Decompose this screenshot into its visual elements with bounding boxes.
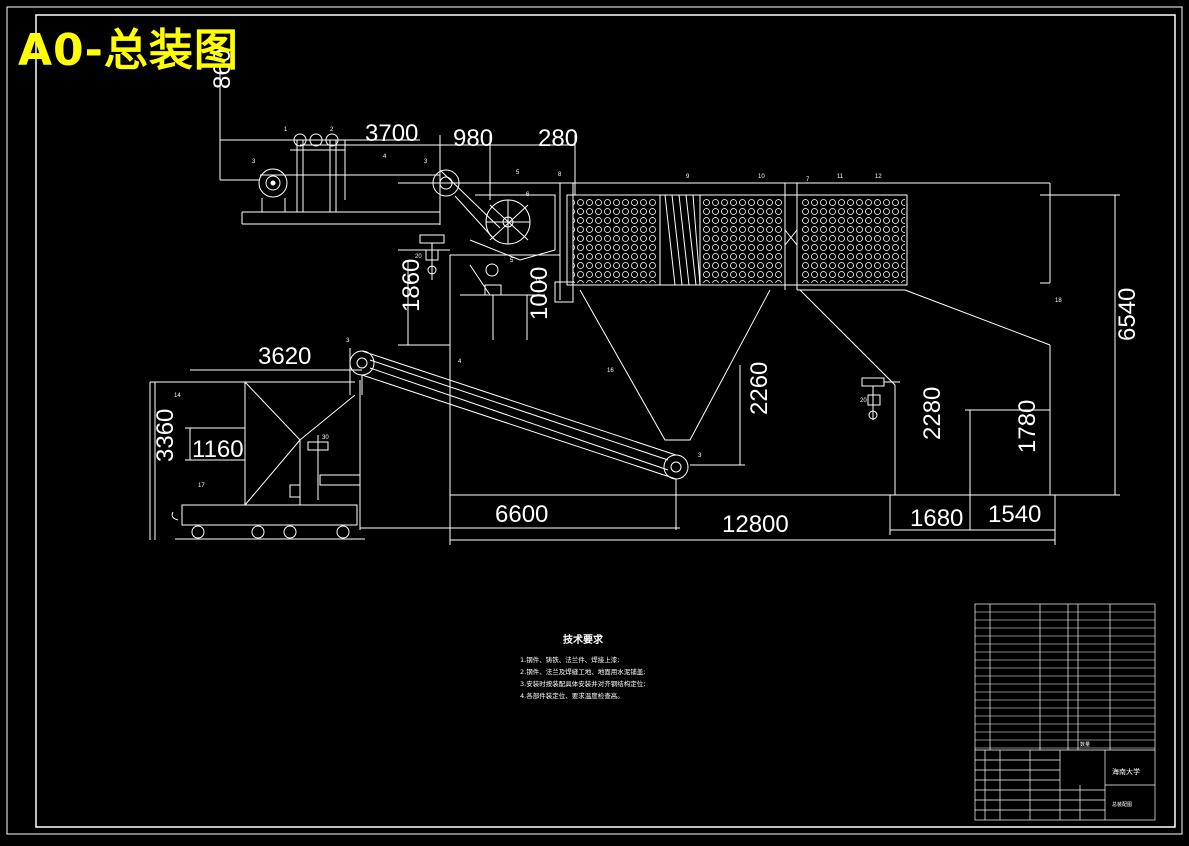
tech-requirements-title: 技术要求: [563, 635, 603, 646]
dim-3360: 3360: [152, 409, 179, 462]
part-label: 1: [284, 127, 288, 133]
dim-3620: 3620: [258, 343, 311, 370]
part-label: 4: [458, 359, 462, 365]
screen-body: [566, 194, 908, 286]
dim-1540: 1540: [988, 501, 1041, 528]
tech-requirement-line: 3.安装时按装配具体安装并对齐钢结构定位;: [520, 680, 646, 688]
part-label: 15: [535, 279, 542, 285]
cart-17: [181, 504, 358, 526]
roller-3-lower-right: [663, 454, 689, 480]
part-label: 10: [758, 174, 765, 180]
dim-1860: 1860: [398, 259, 425, 312]
motor-20-top: [419, 234, 445, 244]
title-block-qty-header: 数量: [1080, 741, 1090, 748]
part-label: 7: [806, 177, 810, 183]
inner-border: [35, 14, 1176, 828]
part-label: 3: [252, 159, 256, 165]
part-label: 4: [383, 154, 387, 160]
dim-3700: 3700: [365, 120, 418, 147]
tech-requirement-line: 1.钢件、铸铁、法兰件、焊接上漆;: [520, 656, 620, 664]
part-label: 5: [516, 170, 520, 176]
dim-12800: 12800: [722, 511, 789, 538]
title-block-school: 海南大学: [1112, 767, 1140, 776]
motor-20-right: [861, 377, 885, 387]
dim-1780: 1780: [1014, 400, 1041, 453]
dim-280: 280: [538, 125, 578, 152]
roller-3-lower-left: [349, 350, 375, 376]
dim-6600: 6600: [495, 501, 548, 528]
dim-1680: 1680: [910, 505, 963, 532]
dim-1000: 1000: [526, 267, 553, 320]
dim-2280: 2280: [919, 387, 946, 440]
tech-requirement-line: 2.钢件、法兰及焊缝工地、地面用水泥铺盖;: [520, 668, 646, 676]
part-label: 17: [198, 483, 205, 489]
dim-6540: 6540: [1114, 288, 1141, 341]
part-label: 6: [526, 192, 530, 198]
part-label: 20: [415, 254, 422, 260]
part-label: 5: [510, 258, 514, 264]
roller-3-left: [258, 168, 288, 198]
dim-2260: 2260: [746, 362, 773, 415]
dim-860: 860: [209, 49, 236, 89]
tech-requirement-line: 4.各部件装定位、要求温度检查高。: [520, 692, 624, 700]
part-label: 14: [174, 393, 181, 399]
screen-panel-10: [702, 198, 784, 283]
outer-border: [6, 6, 1183, 835]
part-label: 30: [322, 435, 329, 441]
part-label: 18: [1055, 298, 1062, 304]
screen-panel-11: [800, 198, 905, 283]
part-label: 12: [875, 174, 882, 180]
part-label: 8: [558, 172, 562, 178]
part-label: 3: [346, 338, 350, 344]
part-label: 16: [607, 368, 614, 374]
part-label: 11: [837, 174, 844, 180]
dim-980: 980: [453, 125, 493, 152]
dim-1160: 1160: [192, 436, 244, 463]
part-label: 3: [698, 453, 702, 459]
title-block-drawing-name: 总装配图: [1112, 801, 1132, 808]
part-label: 3: [424, 159, 428, 165]
screen-panel-8: [573, 198, 658, 283]
page-title: A0-总装图: [18, 25, 239, 76]
title-block: [974, 603, 1156, 821]
part-label: 20: [860, 398, 867, 404]
part-label: 9: [686, 174, 690, 180]
part-label: 2: [330, 127, 334, 133]
